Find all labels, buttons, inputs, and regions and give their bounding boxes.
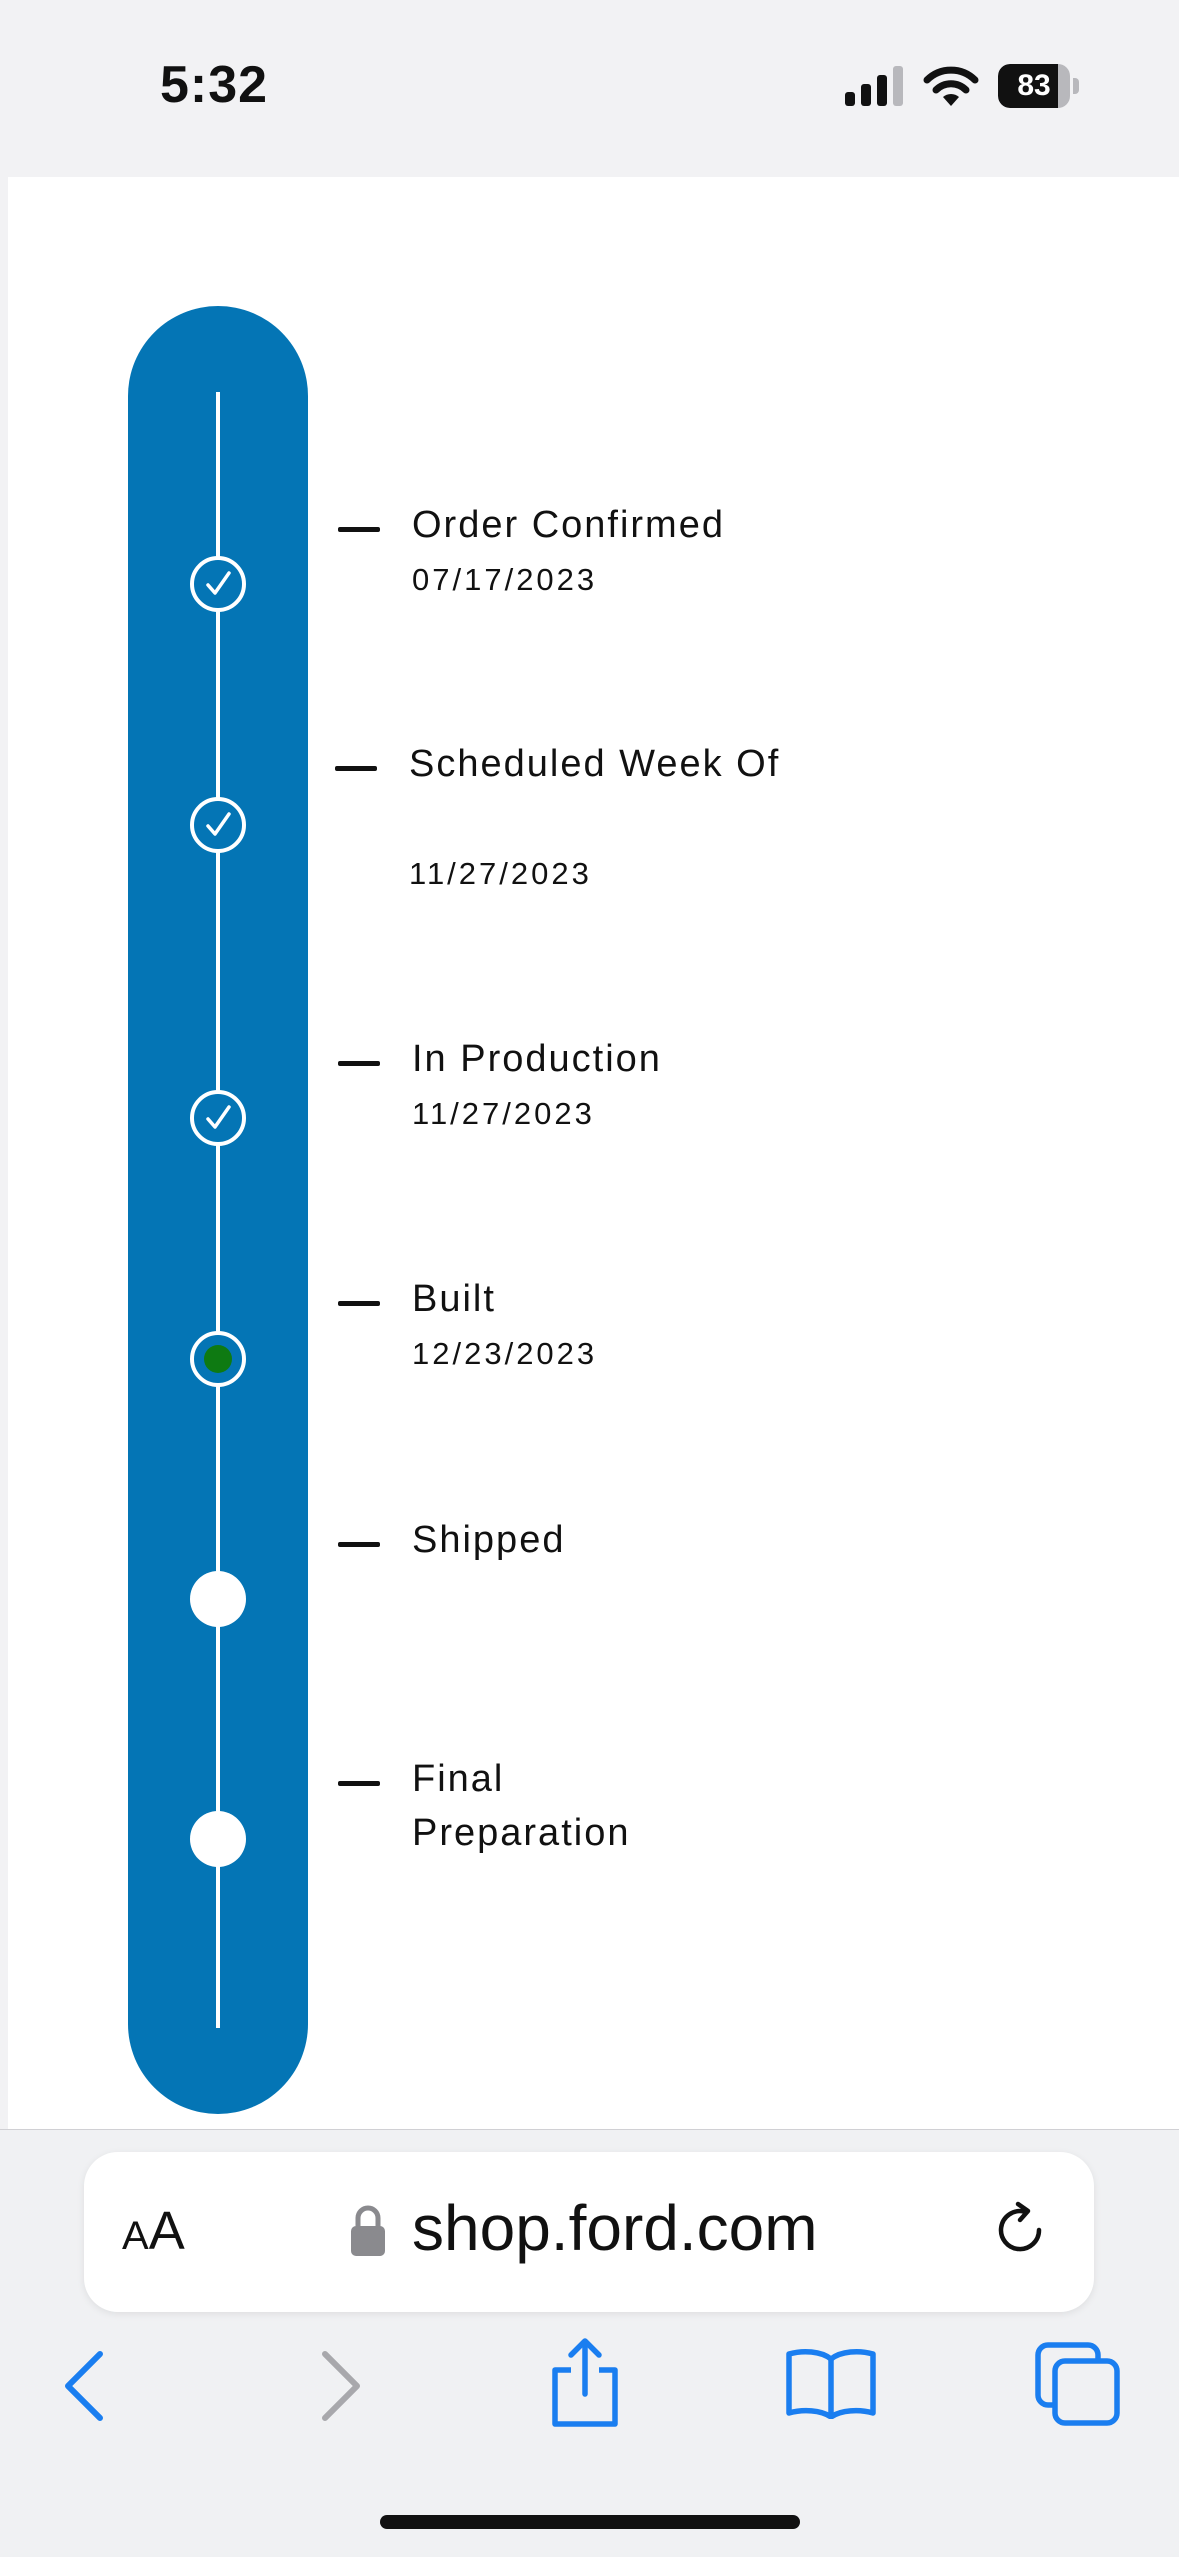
back-icon[interactable]	[60, 2350, 110, 2422]
milestone-node-built	[190, 1331, 246, 1387]
milestone-node-shipped	[190, 1571, 246, 1627]
milestone-dash	[338, 1542, 380, 1547]
bookmarks-icon[interactable]	[785, 2347, 877, 2419]
battery-percent: 83	[1017, 69, 1051, 102]
wifi-icon	[923, 66, 979, 106]
reader-aa-button[interactable]: AA	[122, 2200, 185, 2262]
milestone-label-scheduled: Scheduled Week Of	[409, 743, 781, 785]
milestone-label-final-preparation: Final Preparation	[412, 1758, 631, 1854]
aa-small: A	[122, 2214, 149, 2258]
signal-icon	[845, 66, 903, 106]
milestone-dash	[335, 766, 377, 771]
milestone-dash	[338, 527, 380, 532]
milestone-dash	[338, 1301, 380, 1306]
milestone-label-order-confirmed: Order Confirmed	[412, 504, 725, 546]
reload-icon[interactable]	[992, 2200, 1052, 2260]
milestone-node-scheduled	[190, 797, 246, 853]
home-indicator	[380, 2515, 800, 2529]
url-text[interactable]: shop.ford.com	[412, 2192, 818, 2264]
battery-icon: 83	[998, 64, 1080, 108]
milestone-node-in-production	[190, 1090, 246, 1146]
check-icon	[206, 571, 231, 595]
milestone-node-final-preparation	[190, 1811, 246, 1867]
milestone-label-shipped: Shipped	[412, 1519, 566, 1561]
forward-icon[interactable]	[315, 2350, 365, 2422]
milestone-date-scheduled: 11/27/2023	[409, 856, 592, 891]
milestone-label-in-production: In Production	[412, 1038, 662, 1080]
share-icon[interactable]	[545, 2336, 625, 2428]
tracker-line	[216, 392, 220, 2028]
milestone-date-in-production: 11/27/2023	[412, 1096, 595, 1131]
milestone-dash	[338, 1781, 380, 1786]
status-bar: 5:32 83	[0, 0, 1179, 175]
milestone-label-built: Built	[412, 1278, 496, 1320]
milestone-node-order-confirmed	[190, 556, 246, 612]
milestone-dash	[338, 1061, 380, 1066]
battery-body: 83	[998, 64, 1070, 108]
check-icon	[206, 1105, 231, 1129]
aa-large: A	[148, 2201, 185, 2261]
milestone-date-order-confirmed: 07/17/2023	[412, 562, 598, 597]
milestone-date-built: 12/23/2023	[412, 1336, 598, 1371]
battery-nub	[1073, 78, 1079, 94]
check-icon	[206, 812, 231, 836]
tabs-icon[interactable]	[1035, 2342, 1121, 2426]
battery-fill	[998, 64, 1058, 108]
address-bar[interactable]	[84, 2152, 1094, 2312]
status-time: 5:32	[160, 56, 269, 114]
current-status-dot	[204, 1345, 232, 1373]
lock-icon	[351, 2205, 385, 2256]
